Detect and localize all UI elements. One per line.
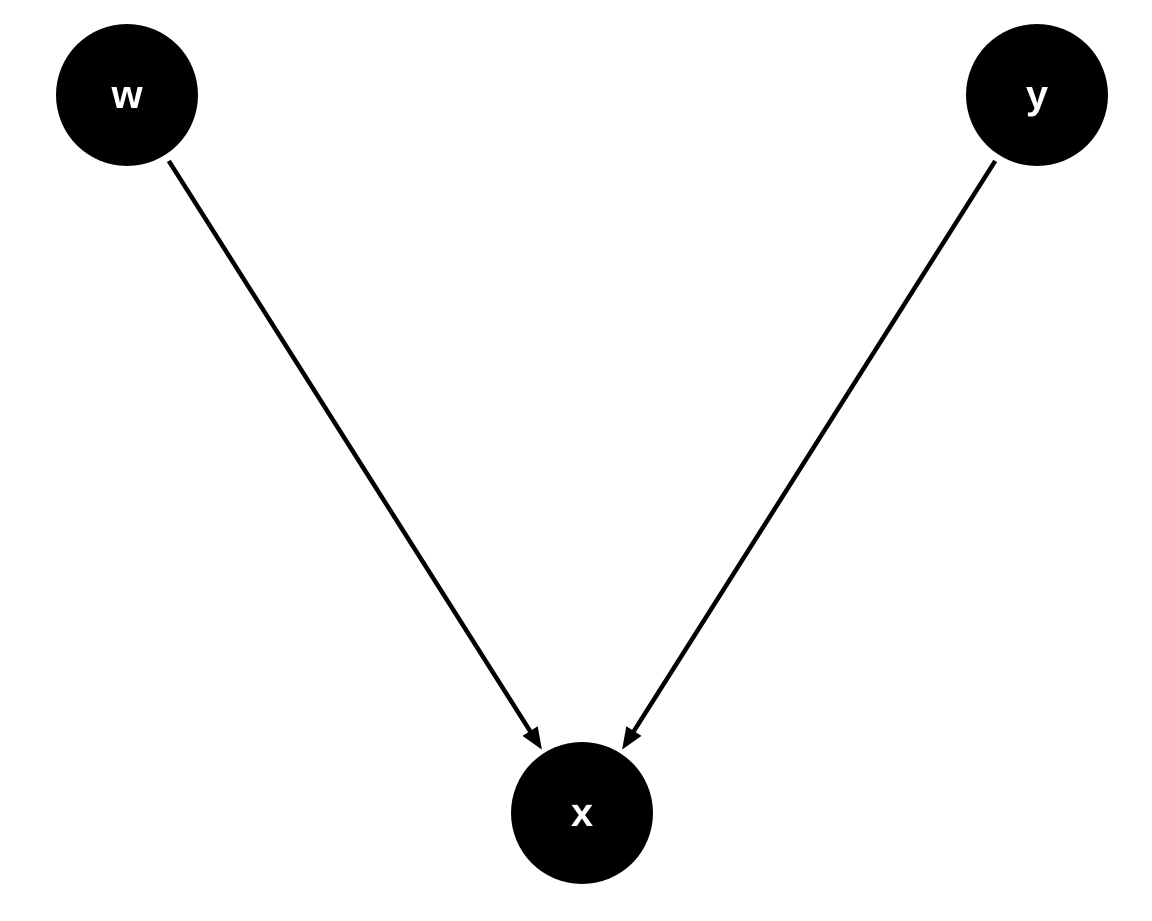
edge-w-to-x [166, 159, 542, 750]
edge-line [629, 159, 998, 736]
node-circle [511, 742, 653, 884]
node-label: y [1026, 73, 1049, 117]
node-circle [56, 24, 198, 166]
nodes-layer: w y x [56, 24, 1108, 884]
node-y: y [966, 24, 1108, 166]
edge-line [166, 159, 535, 736]
arrowhead-icon [622, 726, 642, 750]
edges-layer [166, 159, 998, 750]
node-w: w [56, 24, 198, 166]
node-label: x [571, 791, 593, 835]
node-circle [966, 24, 1108, 166]
arrowhead-icon [522, 726, 542, 750]
edge-y-to-x [622, 159, 998, 750]
node-x: x [511, 742, 653, 884]
node-label: w [110, 73, 143, 117]
